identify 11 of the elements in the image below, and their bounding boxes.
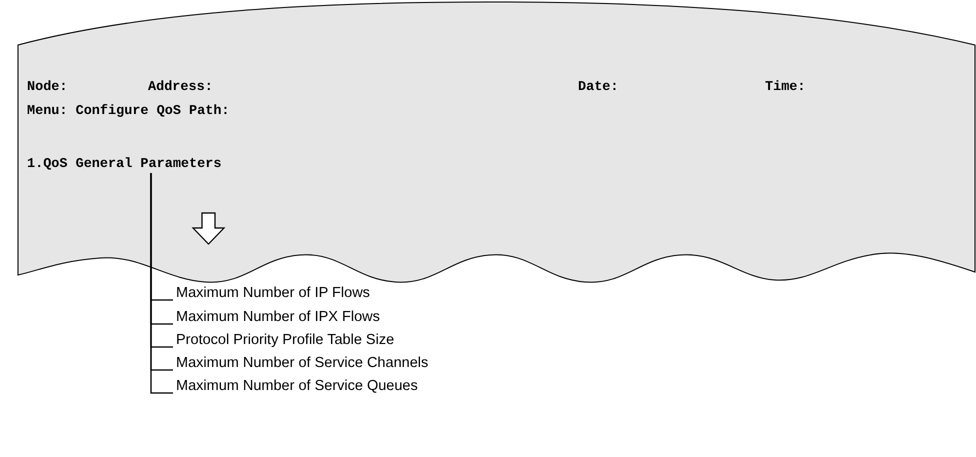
parameter-label: Maximum Number of Service Channels — [176, 354, 428, 372]
screen-text: Date: — [578, 80, 619, 96]
screen-text: Time: — [765, 80, 806, 96]
menu-item: 1.QoS General Parameters — [27, 157, 222, 173]
parameter-label: Maximum Number of IP Flows — [176, 284, 370, 302]
parameter-label: Protocol Priority Profile Table Size — [176, 331, 394, 349]
parameter-label: Maximum Number of IPX Flows — [176, 308, 380, 326]
screen-text: Address: — [148, 80, 213, 96]
screen-text: Menu: Configure QoS Path: — [27, 104, 230, 120]
parameter-label: Maximum Number of Service Queues — [176, 377, 418, 395]
screen-text: Node: — [27, 80, 68, 96]
